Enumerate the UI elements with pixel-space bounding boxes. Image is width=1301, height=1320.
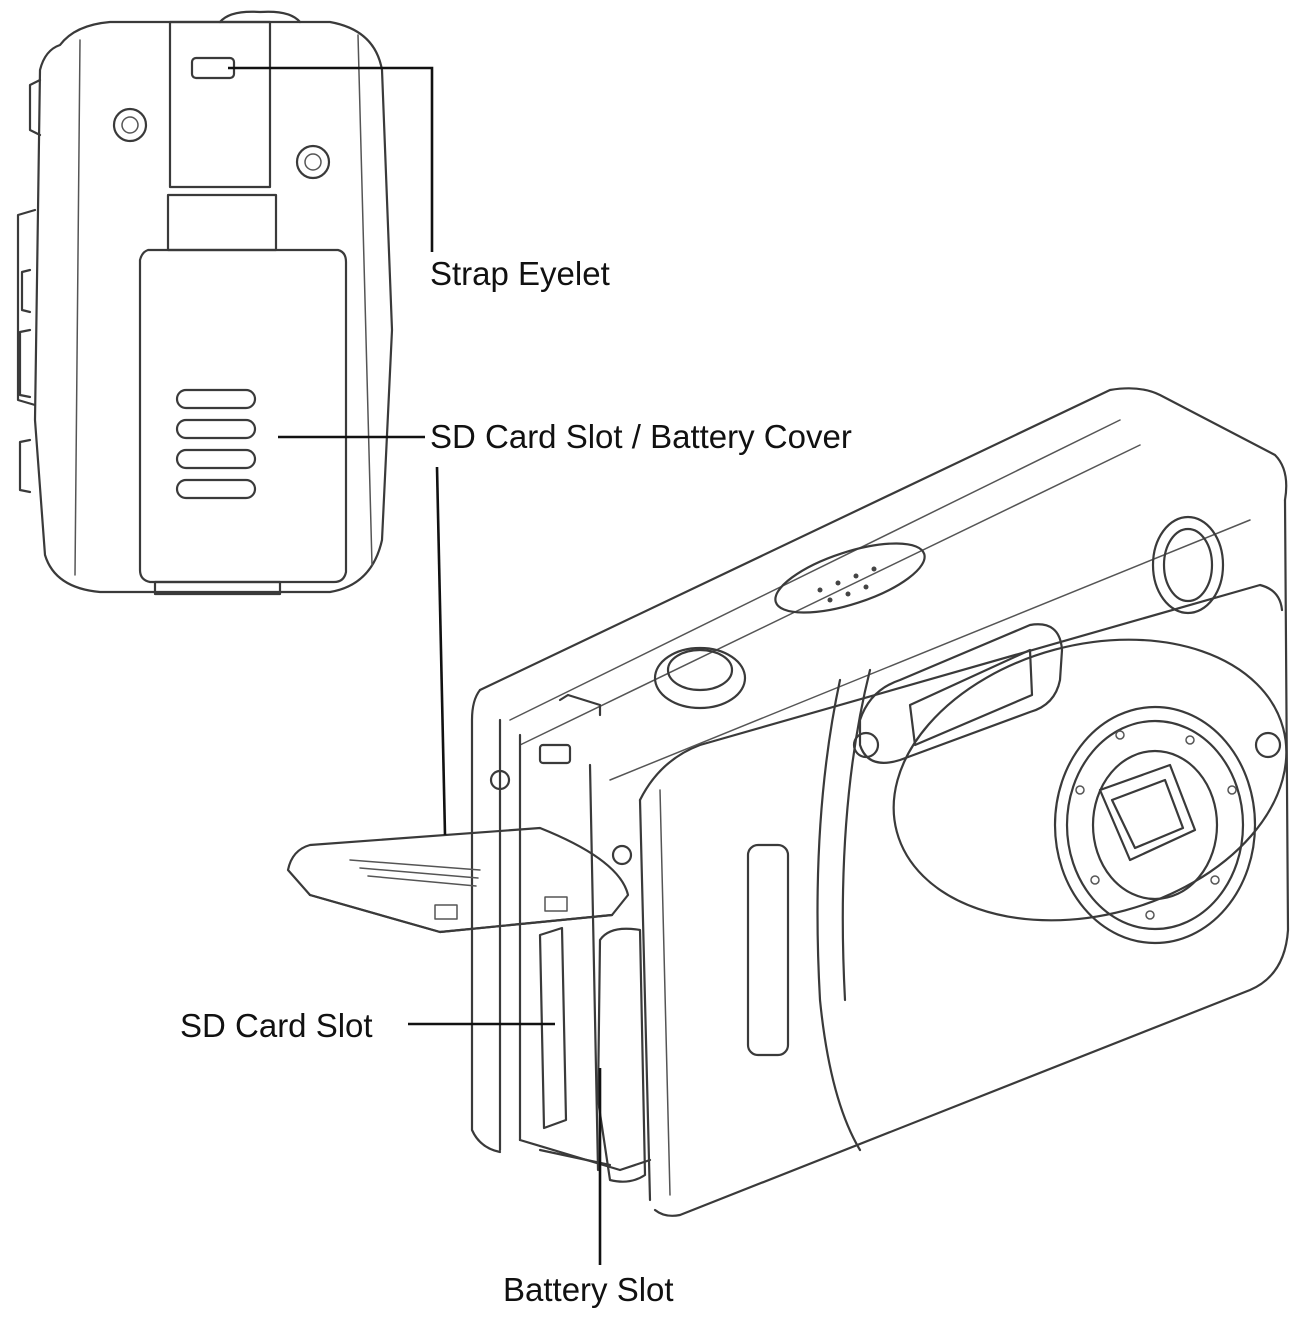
screw-left xyxy=(112,107,148,143)
speaker-grille xyxy=(774,542,926,614)
leader-strap-eyelet xyxy=(228,66,434,252)
camera-side-view xyxy=(16,10,394,596)
viewfinder-window xyxy=(858,623,1064,764)
label-sd-card-slot: SD Card Slot xyxy=(180,1007,373,1044)
side-slot xyxy=(746,843,790,1057)
shutter-button xyxy=(653,646,747,710)
label-sd-card-slot-battery-cover: SD Card Slot / Battery Cover xyxy=(430,418,852,455)
battery-cover-side xyxy=(138,248,348,584)
strap-eyelet-hole xyxy=(190,56,236,80)
leader-sd-cover-vertical xyxy=(435,466,447,836)
screw-right xyxy=(295,144,331,180)
battery-slot-opening xyxy=(596,927,647,1183)
mode-dial xyxy=(1151,515,1225,615)
camera-perspective-view xyxy=(286,387,1290,1217)
label-battery-slot: Battery Slot xyxy=(503,1271,674,1308)
sd-card-slot-opening xyxy=(538,926,568,1130)
lens-outer xyxy=(1053,705,1257,945)
battery-cover-door xyxy=(286,826,630,934)
label-strap-eyelet: Strap Eyelet xyxy=(430,255,610,292)
